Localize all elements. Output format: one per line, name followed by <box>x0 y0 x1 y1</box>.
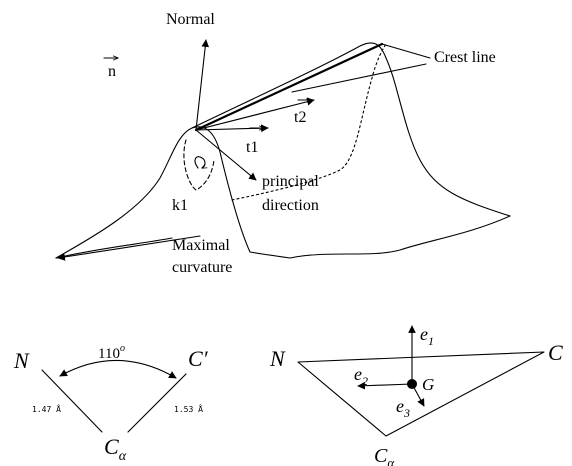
crest-line-pointer <box>291 63 427 93</box>
normal-label: Normal <box>166 11 215 28</box>
maximal-curvature-label-line2: curvature <box>172 259 232 276</box>
angle-value-label: 110o <box>98 343 125 362</box>
crest-surface-diagram: Normal n Crest line t2 t1 k1 principal d… <box>55 11 511 276</box>
cprime-atom-label: C′ <box>188 346 209 371</box>
surface-back-ridge <box>191 42 511 217</box>
e1-label: e1 <box>420 324 434 348</box>
curvature-section-dashed <box>183 139 215 191</box>
centroid-g-label: G <box>422 375 434 394</box>
t1-label: t1 <box>246 139 258 156</box>
maximal-curvature-arrow <box>57 235 201 261</box>
principal-direction-label-line1: principal <box>262 173 319 190</box>
cprime-calpha-bond <box>127 373 187 433</box>
crest-line-leader <box>381 43 431 59</box>
n-label: n <box>108 63 116 80</box>
crest-line <box>194 42 384 132</box>
t2-label: t2 <box>294 109 306 126</box>
frame-calpha-label: Cα <box>374 445 395 466</box>
angle-arc <box>59 359 177 379</box>
hidden-profile-dotted <box>231 43 387 201</box>
frame-n-label: N <box>269 346 286 371</box>
k1-label: k1 <box>172 197 188 214</box>
surface-left-base <box>55 237 173 259</box>
frame-c-label: C <box>548 340 563 365</box>
backbone-triangle <box>297 351 545 437</box>
n-atom-label: N <box>13 348 30 373</box>
e2-label: e2 <box>354 364 368 388</box>
backbone-angle-diagram: N C′ 110o 1.47 Å 1.53 Å Cα <box>13 343 209 464</box>
surface-right-base <box>289 215 511 259</box>
e3-label: e3 <box>396 396 410 420</box>
crest-line-label: Crest line <box>434 49 496 66</box>
surface-front-base <box>249 251 291 259</box>
e2-axis <box>357 381 413 390</box>
principal-direction-vector <box>195 129 257 181</box>
local-frame-diagram: N C G e1 e2 e3 Cα <box>269 324 563 466</box>
principal-direction-label-line2: direction <box>262 197 319 214</box>
n-calpha-bond <box>41 369 103 433</box>
bond-length-left: 1.47 Å <box>32 403 61 414</box>
calpha-atom-label: Cα <box>104 434 127 464</box>
curvature-rotation-arc <box>194 156 205 168</box>
bond-length-right: 1.53 Å <box>174 403 203 414</box>
maximal-curvature-label-line1: Maximal <box>172 237 230 254</box>
t2-vector <box>195 97 315 131</box>
centroid-g-dot <box>407 379 417 389</box>
normal-vector <box>195 39 210 131</box>
